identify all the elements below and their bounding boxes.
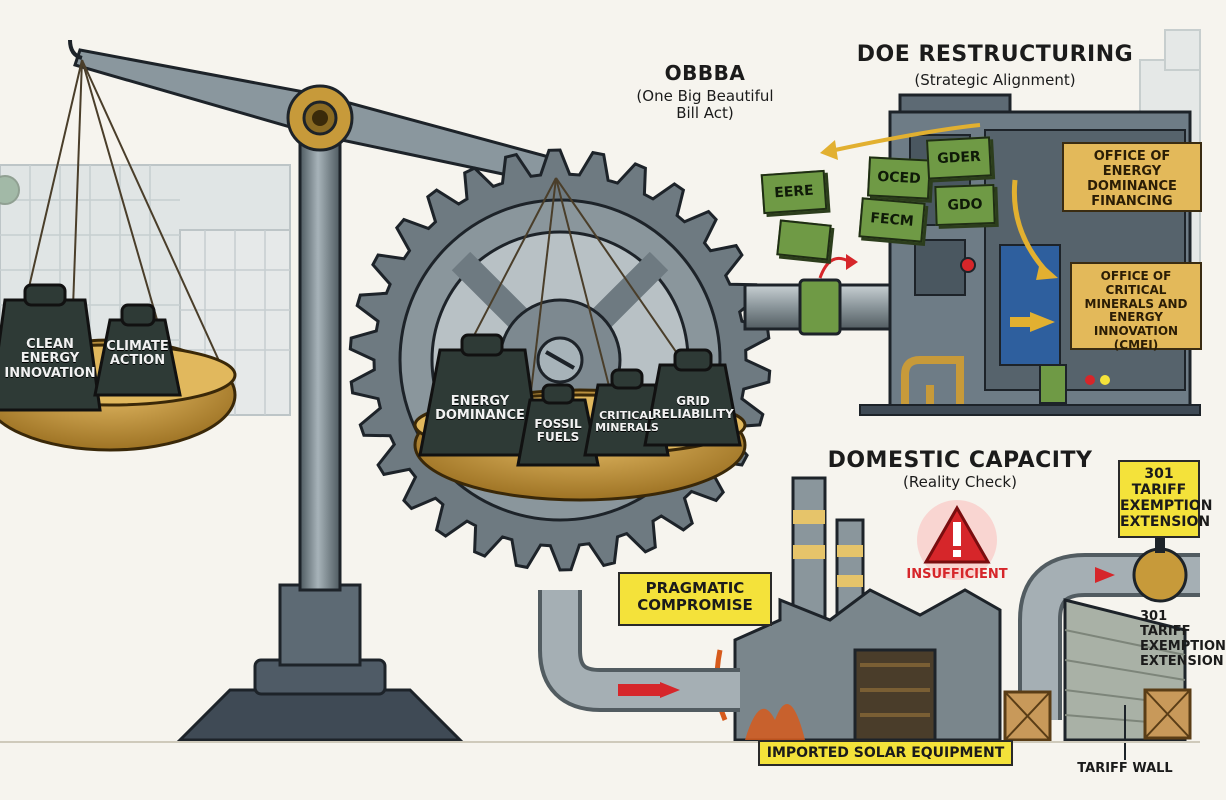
valve-pipe bbox=[1018, 528, 1200, 720]
weight-label: ENERGY DOMINANCE bbox=[435, 394, 525, 424]
tariff-exemption-wall-text: 301 TARIFF EXEMPTION EXTENSION bbox=[1140, 609, 1226, 669]
imported-solar-equipment-tag: IMPORTED SOLAR EQUIPMENT bbox=[758, 740, 1013, 766]
weight-label: CLEAN ENERGY INNOVATION bbox=[4, 337, 96, 381]
tariff-wall bbox=[1003, 598, 1192, 760]
office-energy-dominance-financing: OFFICE OF ENERGY DOMINANCE FINANCING bbox=[1062, 142, 1202, 212]
obbba-subtitle: (One Big Beautiful Bill Act) bbox=[636, 87, 774, 123]
weight-label: FOSSIL FUELS bbox=[534, 417, 582, 445]
domestic-capacity-title: DOMESTIC CAPACITY bbox=[827, 448, 1093, 473]
doe-subtitle: (Strategic Alignment) bbox=[914, 71, 1076, 89]
weight-label: CRITICAL MINERALS bbox=[595, 409, 659, 435]
tariff-wall-label: TARIFF WALL bbox=[1077, 761, 1173, 776]
obbba-title: OBBBA bbox=[664, 61, 746, 85]
flow-arrows bbox=[820, 123, 1058, 332]
office-block-gdo: GDO bbox=[934, 183, 996, 227]
left-weights bbox=[0, 283, 182, 412]
office-block-blank bbox=[776, 219, 832, 261]
weight-label: GRID RELIABILITY bbox=[652, 394, 734, 422]
office-block-eere: EERE bbox=[760, 169, 828, 215]
office-critical-minerals-innovation: OFFICE OF CRITICAL MINERALS AND ENERGY I… bbox=[1070, 262, 1202, 352]
insufficient-label: INSUFFICIENT bbox=[906, 567, 1008, 582]
illustration-art bbox=[0, 29, 1201, 760]
office-block-oced: OCED bbox=[866, 156, 932, 200]
pragmatic-compromise-tag: PRAGMATIC COMPROMISE bbox=[618, 572, 772, 626]
office-block-gder: GDER bbox=[925, 136, 993, 180]
illustration-canvas: CLEAN ENERGY INNOVATION CLIMATE ACTION E… bbox=[0, 29, 1226, 776]
weight-label: CLIMATE ACTION bbox=[106, 339, 169, 369]
scale-beam bbox=[68, 39, 562, 187]
right-weights bbox=[418, 333, 742, 467]
doe-title: DOE RESTRUCTURING bbox=[856, 42, 1134, 67]
supply-pipe bbox=[538, 590, 740, 712]
office-block-fecm: FECM bbox=[858, 197, 926, 243]
factory bbox=[714, 476, 1002, 742]
warning-icon bbox=[917, 500, 997, 580]
tariff-exemption-tag: 301 TARIFF EXEMPTION EXTENSION bbox=[1118, 460, 1213, 538]
domestic-capacity-subtitle: (Reality Check) bbox=[903, 473, 1017, 491]
doe-seal-icon bbox=[0, 175, 20, 205]
